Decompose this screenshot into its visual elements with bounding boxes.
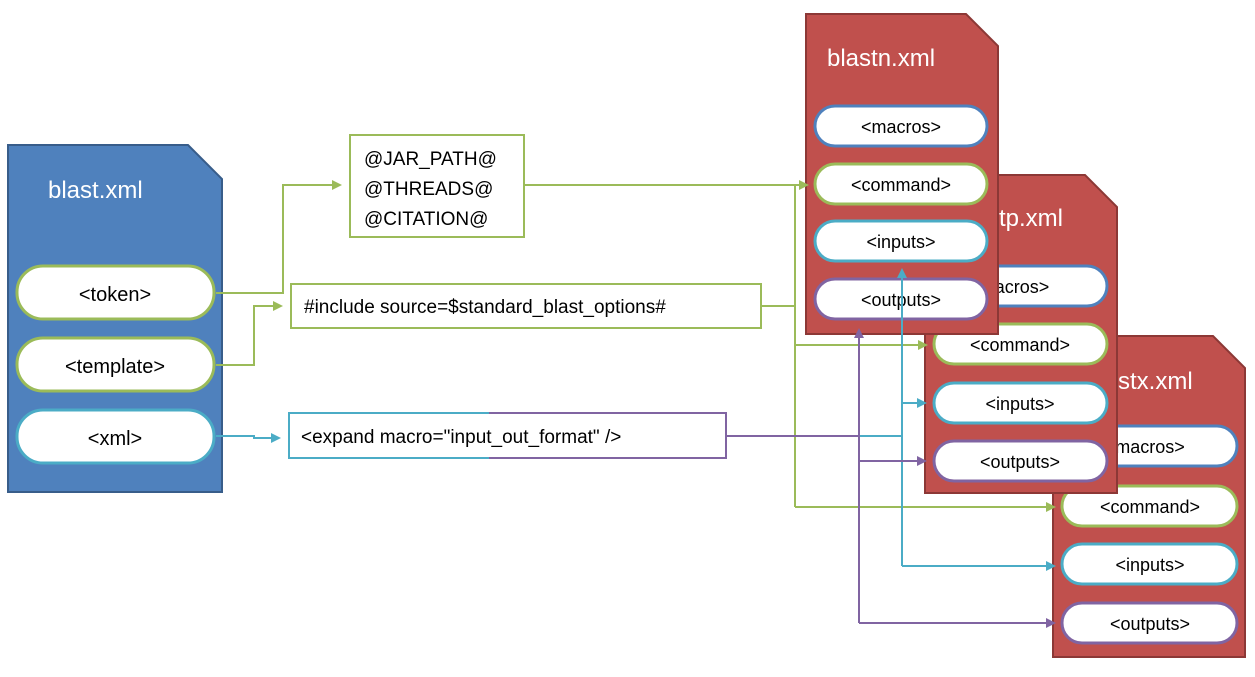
tp-item-outputs[interactable]: <outputs> xyxy=(932,439,1109,483)
token-snippet-line: @CITATION@ xyxy=(364,209,488,230)
blastn-item-macros[interactable]: <macros> xyxy=(813,104,989,148)
expand-snippet-text: <expand macro="input_out_format" /> xyxy=(301,427,621,448)
blastn-item-inputs[interactable]: <inputs> xyxy=(813,219,989,263)
stx-item-command-label: <command> xyxy=(1100,497,1200,517)
source-item-template-label: <template> xyxy=(65,356,165,378)
stx-item-inputs[interactable]: <inputs> xyxy=(1060,542,1239,586)
source-document-title: blast.xml xyxy=(48,177,143,204)
blastn-item-command[interactable]: <command> xyxy=(813,162,989,206)
stx-item-macros-label: macros> xyxy=(1115,437,1185,457)
command-connectors xyxy=(524,180,1056,512)
expand-snippet-box: <expand macro="input_out_format" /> xyxy=(288,412,727,459)
target-document-title: tp.xml xyxy=(999,205,1063,232)
tp-item-outputs-label: <outputs> xyxy=(980,452,1060,472)
outputs-connectors xyxy=(726,328,1056,628)
source-item-template[interactable]: <template> xyxy=(15,336,216,393)
source-item-xml[interactable]: <xml> xyxy=(15,408,216,465)
include-to-trunk xyxy=(761,185,796,307)
blastn-item-macros-label: <macros> xyxy=(861,117,941,137)
token-connector xyxy=(216,180,342,294)
source-item-token-label: <token> xyxy=(79,284,151,306)
stx-item-outputs-label: <outputs> xyxy=(1110,614,1190,634)
tp-item-command-label: <command> xyxy=(970,335,1070,355)
source-item-xml-label: <xml> xyxy=(88,428,142,450)
source-connectors xyxy=(216,180,342,443)
stx-item-inputs-label: <inputs> xyxy=(1115,555,1184,575)
stx-item-command[interactable]: <command> xyxy=(1060,484,1239,528)
tp-item-inputs[interactable]: <inputs> xyxy=(932,381,1109,425)
include-snippet-text: #include source=$standard_blast_options# xyxy=(304,297,666,318)
token-snippet-box: @JAR_PATH@ @THREADS@ @CITATION@ xyxy=(349,134,525,238)
token-snippet-line: @THREADS@ xyxy=(364,179,493,200)
stx-item-outputs[interactable]: <outputs> xyxy=(1060,601,1239,645)
template-connector xyxy=(216,301,283,366)
token-snippet-line: @JAR_PATH@ xyxy=(364,149,497,170)
source-document-blast-xml: blast.xml <token> <template> <xml> xyxy=(7,144,223,493)
include-snippet-box: #include source=$standard_blast_options# xyxy=(290,283,762,329)
tp-item-inputs-label: <inputs> xyxy=(985,394,1054,414)
blastn-item-command-label: <command> xyxy=(851,175,951,195)
target-document-title: stx.xml xyxy=(1118,368,1193,395)
xml-connector xyxy=(216,433,281,443)
target-document-title: blastn.xml xyxy=(827,45,935,72)
source-item-token[interactable]: <token> xyxy=(15,264,216,321)
blastn-item-inputs-label: <inputs> xyxy=(866,232,935,252)
tp-item-macros-label: acros> xyxy=(995,277,1050,297)
